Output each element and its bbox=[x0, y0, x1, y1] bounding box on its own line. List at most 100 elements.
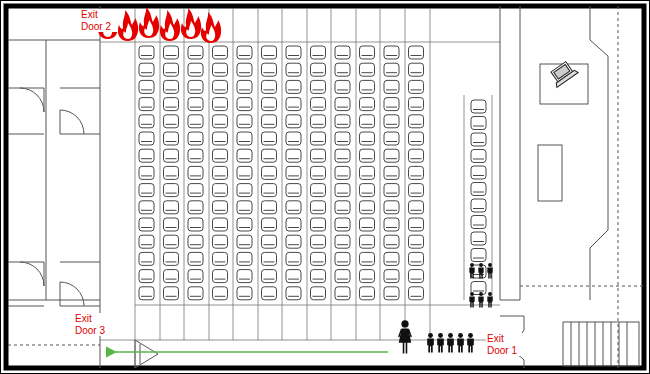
seat bbox=[237, 132, 252, 145]
seat bbox=[335, 115, 350, 128]
seat bbox=[262, 80, 277, 93]
seat bbox=[471, 249, 486, 262]
seat bbox=[262, 270, 277, 283]
seat bbox=[213, 287, 228, 300]
seat bbox=[471, 183, 486, 196]
seat bbox=[237, 149, 252, 162]
seat bbox=[384, 63, 399, 76]
seat bbox=[360, 115, 375, 128]
seat bbox=[311, 201, 326, 214]
seat bbox=[311, 115, 326, 128]
seat bbox=[237, 201, 252, 214]
seat bbox=[139, 270, 154, 283]
seat bbox=[262, 166, 277, 179]
seat bbox=[409, 98, 424, 111]
seat bbox=[409, 252, 424, 265]
seat bbox=[188, 132, 203, 145]
seat bbox=[262, 46, 277, 59]
seat bbox=[335, 287, 350, 300]
seat bbox=[139, 98, 154, 111]
seat bbox=[164, 166, 179, 179]
seat bbox=[237, 98, 252, 111]
seat bbox=[360, 287, 375, 300]
seat bbox=[335, 270, 350, 283]
seat bbox=[311, 270, 326, 283]
seat bbox=[164, 149, 179, 162]
seat bbox=[311, 166, 326, 179]
seat bbox=[164, 46, 179, 59]
seat bbox=[188, 270, 203, 283]
seat bbox=[335, 46, 350, 59]
seat bbox=[237, 218, 252, 231]
seat bbox=[384, 132, 399, 145]
seat bbox=[471, 199, 486, 212]
seat bbox=[164, 218, 179, 231]
seat bbox=[360, 235, 375, 248]
seat bbox=[409, 63, 424, 76]
seat bbox=[164, 270, 179, 283]
seat bbox=[286, 115, 301, 128]
seat bbox=[262, 132, 277, 145]
seat bbox=[311, 287, 326, 300]
seat bbox=[237, 270, 252, 283]
seat bbox=[262, 235, 277, 248]
seat bbox=[188, 149, 203, 162]
seat bbox=[360, 252, 375, 265]
seat bbox=[311, 252, 326, 265]
seat bbox=[188, 201, 203, 214]
seat bbox=[384, 218, 399, 231]
seat bbox=[237, 252, 252, 265]
seat bbox=[164, 98, 179, 111]
seat bbox=[188, 63, 203, 76]
seat bbox=[213, 46, 228, 59]
seat bbox=[213, 235, 228, 248]
seat bbox=[262, 252, 277, 265]
seat bbox=[360, 270, 375, 283]
seat bbox=[164, 115, 179, 128]
seat bbox=[213, 63, 228, 76]
seat bbox=[262, 115, 277, 128]
seat bbox=[286, 166, 301, 179]
exit-label: Exit Door 1 bbox=[486, 333, 524, 356]
seat bbox=[409, 287, 424, 300]
seat bbox=[237, 46, 252, 59]
seat bbox=[335, 63, 350, 76]
seat bbox=[409, 46, 424, 59]
seat bbox=[139, 201, 154, 214]
seat bbox=[262, 63, 277, 76]
seat bbox=[335, 184, 350, 197]
seat bbox=[213, 166, 228, 179]
seat bbox=[164, 201, 179, 214]
seat bbox=[188, 98, 203, 111]
seat bbox=[335, 80, 350, 93]
seat bbox=[311, 63, 326, 76]
seat bbox=[409, 270, 424, 283]
seat bbox=[213, 184, 228, 197]
seat bbox=[188, 80, 203, 93]
seat bbox=[286, 287, 301, 300]
seat bbox=[384, 235, 399, 248]
seat bbox=[164, 132, 179, 145]
seat bbox=[360, 184, 375, 197]
seat bbox=[471, 117, 486, 130]
seat bbox=[262, 287, 277, 300]
seat bbox=[262, 218, 277, 231]
seat bbox=[164, 252, 179, 265]
seat bbox=[471, 232, 486, 245]
seat bbox=[409, 132, 424, 145]
seat bbox=[360, 132, 375, 145]
seat bbox=[360, 63, 375, 76]
seat bbox=[360, 80, 375, 93]
seat bbox=[409, 166, 424, 179]
seat bbox=[139, 115, 154, 128]
seat bbox=[311, 149, 326, 162]
seat bbox=[335, 98, 350, 111]
seat bbox=[237, 287, 252, 300]
seat bbox=[139, 63, 154, 76]
seat bbox=[409, 235, 424, 248]
seat bbox=[164, 235, 179, 248]
seat bbox=[188, 218, 203, 231]
seat bbox=[409, 184, 424, 197]
seat bbox=[311, 184, 326, 197]
